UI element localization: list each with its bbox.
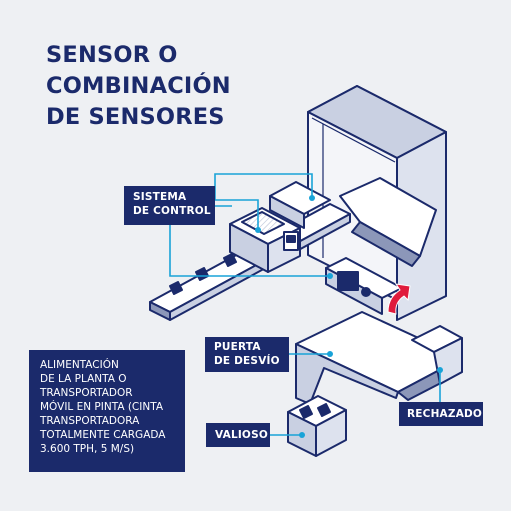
diverter-gate-label: PUERTA DE DESVÍO — [205, 337, 289, 372]
diagram-title: SENSOR O COMBINACIÓN DE SENSORES — [46, 40, 231, 133]
label-line: SISTEMA — [133, 191, 187, 203]
feed-line: TOTALMENTE CARGADA — [40, 429, 166, 441]
valuable-label: VALIOSO — [206, 423, 270, 447]
feed-line: ALIMENTACIÓN — [40, 359, 119, 371]
feed-line: MÓVIL EN PINTA (CINTA — [40, 401, 163, 413]
title-line: DE SENSORES — [46, 104, 225, 130]
control-connector-lines — [169, 173, 441, 436]
valioso-bin — [287, 395, 347, 457]
feed-line: 3.600 TPH, 5 M/S) — [40, 443, 135, 455]
feed-line: TRANSPORTADORA — [40, 415, 140, 427]
rejected-label: RECHAZADO — [399, 402, 483, 426]
label-line: DE CONTROL — [133, 205, 211, 217]
control-system-label: SISTEMA DE CONTROL — [124, 186, 215, 225]
feed-line: DE LA PLANTA O — [40, 373, 127, 385]
ejection-arrow-icon — [387, 283, 411, 315]
title-line: SENSOR O — [46, 42, 178, 68]
label-line: PUERTA — [214, 341, 261, 353]
label-line: VALIOSO — [215, 429, 268, 441]
conveyor-housing — [229, 181, 331, 273]
connector-dots — [255, 195, 443, 438]
label-line: RECHAZADO — [407, 408, 483, 420]
diverter-hopper — [295, 311, 463, 405]
label-line: DE DESVÍO — [214, 355, 280, 367]
inner-chute — [339, 177, 437, 267]
feed-line: TRANSPORTADOR — [40, 387, 133, 399]
feed-description-box: ALIMENTACIÓN DE LA PLANTA O TRANSPORTADO… — [29, 350, 185, 472]
title-line: COMBINACIÓN — [46, 73, 231, 99]
